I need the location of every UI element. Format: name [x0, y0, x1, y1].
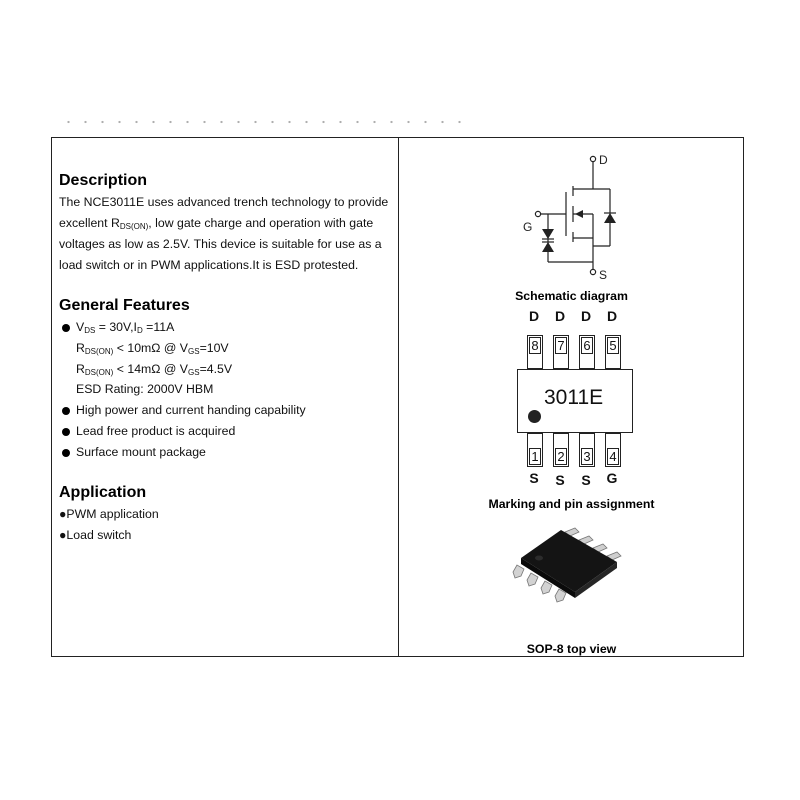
description-line-2: excellent RDS(ON), low gate charge and o…: [59, 216, 374, 231]
pin-d: D: [606, 308, 618, 324]
schematic-caption: Schematic diagram: [515, 289, 628, 303]
application-pwm: ●PWM application: [59, 507, 159, 521]
header-dotted-rule: [60, 120, 470, 124]
chip-marking: 3011E: [544, 386, 604, 409]
feature-vds-id: VDS = 30V,ID =11A: [76, 320, 175, 335]
pin-6: 6: [579, 335, 595, 369]
description-title: Description: [59, 172, 148, 189]
feature-rdson-4v5: RDS(ON) < 14mΩ @ VGS=4.5V: [76, 362, 233, 377]
bullet-icon: [62, 449, 70, 457]
sop8-package-image: [512, 527, 622, 603]
feature-rdson-10v: RDS(ON) < 10mΩ @ VGS=10V: [76, 341, 229, 356]
pin-s: S: [529, 470, 539, 486]
pin-3: 3: [579, 433, 595, 467]
pin-7: 7: [553, 335, 569, 369]
pin-s: S: [555, 472, 565, 488]
feature-surface-mount: Surface mount package: [76, 445, 206, 459]
pin-d: D: [580, 308, 592, 324]
bullet-icon: [62, 407, 70, 415]
feature-lead-free: Lead free product is acquired: [76, 424, 236, 438]
pin-g: G: [606, 470, 618, 486]
description-line-4: load switch or in PWM applications.It is…: [59, 258, 359, 272]
pin-d: D: [554, 308, 566, 324]
bullet-icon: [62, 428, 70, 436]
pin-8: 8: [527, 335, 543, 369]
bullet-icon: [62, 324, 70, 332]
pin-1: 1: [527, 433, 543, 467]
pin1-dot: [528, 410, 541, 423]
schematic-label-g: G: [523, 220, 532, 234]
pin-5: 5: [605, 335, 621, 369]
pin-4: 4: [605, 433, 621, 467]
pin-s: S: [581, 472, 591, 488]
description-line-1: The NCE3011E uses advanced trench techno…: [59, 195, 389, 209]
application-load-switch: ●Load switch: [59, 528, 132, 542]
chip-body: 3011E: [517, 369, 633, 433]
feature-high-power: High power and current handing capabilit…: [76, 403, 306, 417]
text-column: Description The NCE3011E uses advanced t…: [52, 138, 399, 656]
schematic-label-d: D: [599, 153, 608, 167]
pin-d: D: [528, 308, 540, 324]
package-caption: SOP-8 top view: [526, 642, 617, 656]
application-title: Application: [59, 484, 147, 501]
pin-2: 2: [553, 433, 569, 467]
schematic-label-s: S: [599, 268, 607, 281]
marking-caption: Marking and pin assignment: [488, 497, 655, 511]
features-title: General Features: [59, 297, 190, 314]
description-line-3: voltages as low as 2.5V. This device is …: [59, 237, 382, 251]
figure-column: D G S Schematic diagram 3011E D D D D 8 …: [399, 138, 744, 656]
datasheet-table: Description The NCE3011E uses advanced t…: [51, 137, 744, 657]
pinout-diagram: 3011E D D D D 8 7 6 5 1 2 3 4 S S S G: [399, 308, 744, 488]
feature-esd: ESD Rating: 2000V HBM: [76, 382, 214, 396]
mosfet-schematic: D G S: [523, 153, 616, 281]
